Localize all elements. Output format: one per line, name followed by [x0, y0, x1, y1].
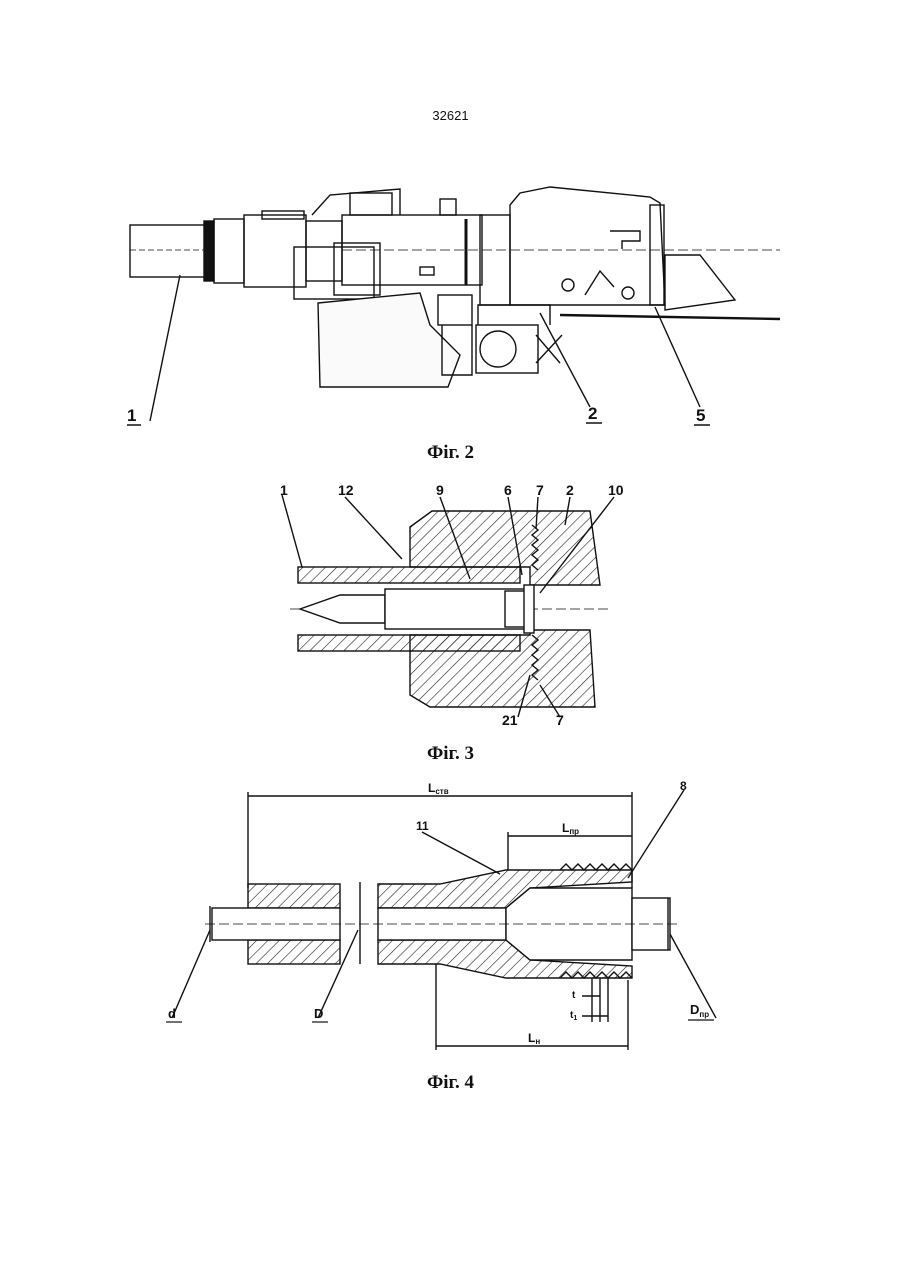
page-number: 32621: [0, 108, 901, 123]
fig2-label-1: 1: [127, 406, 136, 425]
fig3-label-6: 6: [504, 485, 512, 498]
figure-4-caption: Фіг. 4: [0, 1072, 901, 1094]
fig4-label-d: d: [168, 1006, 176, 1021]
fig2-label-2: 2: [588, 404, 597, 423]
fig4-label-Dpr: Dпр: [690, 1002, 709, 1019]
figure-3-caption: Фіг. 3: [0, 743, 901, 765]
dim-L-stv: Lств: [428, 781, 449, 796]
figure-4-drawing: 11 8 d D Dпр Lств Lпр Lн t t1: [0, 778, 901, 1068]
fig4-label-11: 11: [416, 819, 429, 833]
fig3-label-1: 1: [280, 485, 288, 498]
fig3-label-21: 21: [502, 712, 518, 728]
fig2-label-5: 5: [696, 406, 705, 425]
dim-t1: t1: [570, 1010, 577, 1022]
dim-L-n: Lн: [528, 1031, 540, 1046]
fig3-label-2: 2: [566, 485, 574, 498]
fig3-label-12: 12: [338, 485, 354, 498]
fig3-label-7-bottom: 7: [556, 712, 564, 728]
dim-L-pr: Lпр: [562, 821, 579, 836]
fig3-label-10: 10: [608, 485, 624, 498]
figure-2-caption: Фіг. 2: [0, 442, 901, 464]
fig4-label-D: D: [314, 1006, 323, 1021]
fig3-label-7-top: 7: [536, 485, 544, 498]
fig3-label-9: 9: [436, 485, 444, 498]
dim-t: t: [572, 990, 576, 1001]
figure-2-drawing: 1 2 5: [0, 175, 901, 440]
fig4-label-8: 8: [680, 779, 687, 793]
figure-3-drawing: 1 12 9 6 7 2 10 21 7: [0, 485, 901, 735]
